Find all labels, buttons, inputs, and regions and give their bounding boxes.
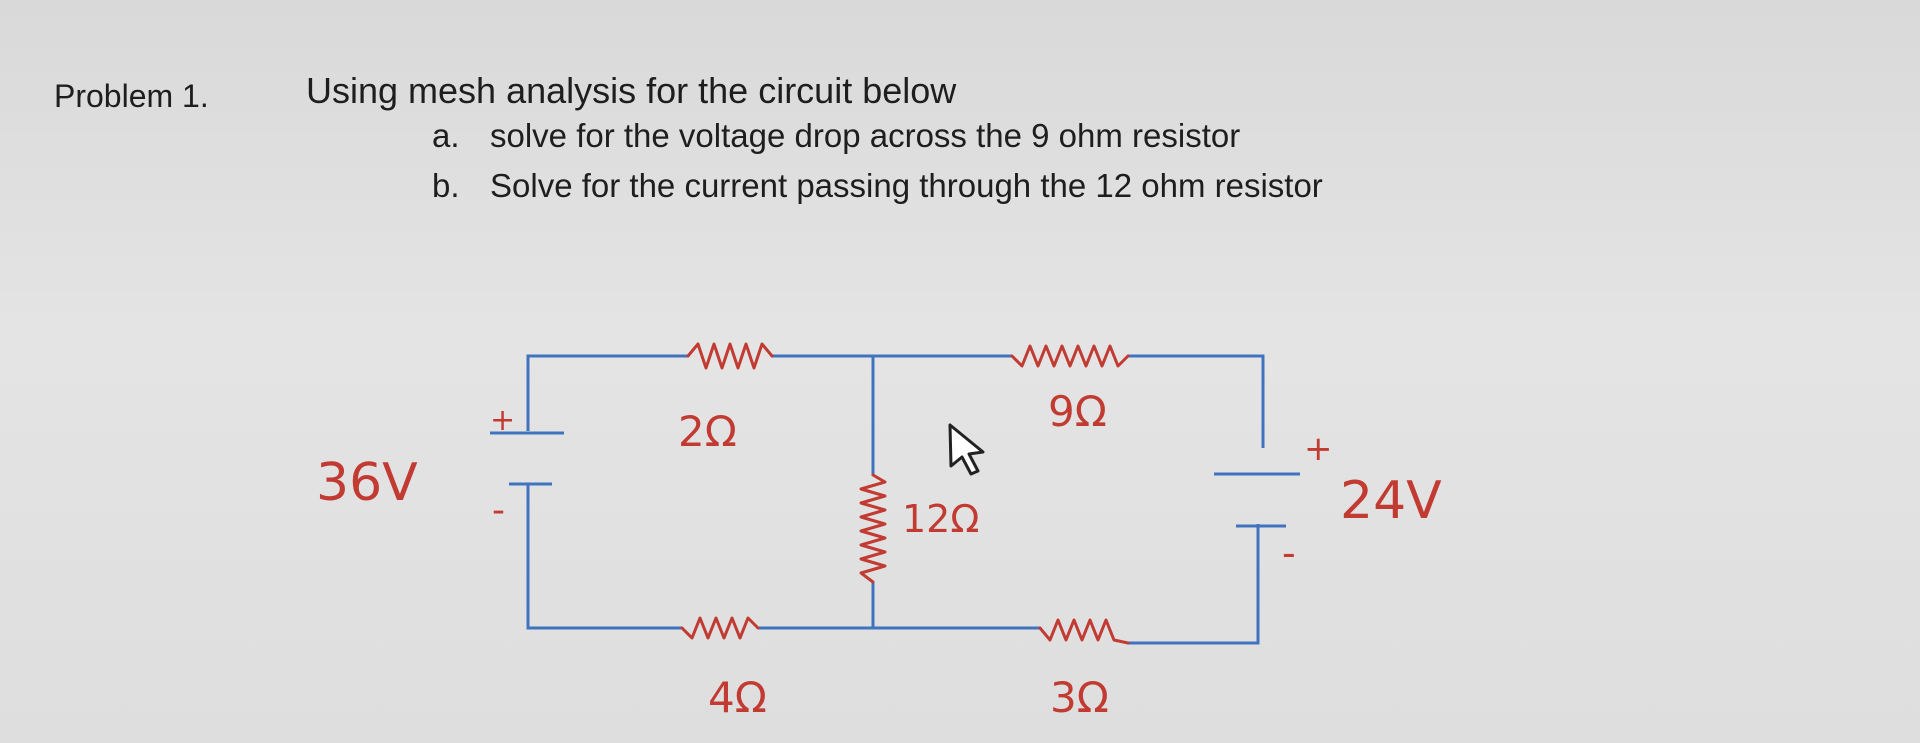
battery-24v-minus: - [1282,531,1296,575]
battery-24v [1214,472,1300,528]
circuit-wires [526,354,1265,645]
wire-top-right [1128,354,1265,448]
subquestion-b-text: Solve for the current passing through th… [490,167,1323,204]
wire-left-top [526,354,688,431]
subquestion-b: b. Solve for the current passing through … [432,167,1323,205]
voltage-36v-label: 36V [316,453,418,513]
battery-24v-plus: + [1304,429,1333,469]
battery-36v-minus: - [492,490,505,531]
battery-36v [490,431,564,486]
resistor-3-ohm-label: 3Ω [1050,673,1109,722]
mouse-cursor-icon [948,423,985,476]
subquestion-a: a. solve for the voltage drop across the … [432,117,1240,155]
subquestion-a-text: solve for the voltage drop across the 9 … [490,117,1241,154]
resistor-9-ohm-zigzag [1010,344,1130,368]
resistor-12-ohm-zigzag [859,473,887,584]
voltage-24v-label: 24V [1340,471,1442,531]
subquestion-b-letter: b. [432,167,460,204]
resistor-2-ohm-label: 2Ω [678,407,737,456]
problem-label: Problem 1. [54,78,209,114]
resistor-4-ohm-zigzag [680,616,760,640]
resistor-9-ohm-label: 9Ω [1048,387,1107,436]
resistor-2-ohm-zigzag [686,342,774,370]
subquestion-a-letter: a. [432,117,460,154]
problem-instruction: Using mesh analysis for the circuit belo… [306,70,957,111]
battery-36v-plus: + [490,403,515,438]
wire-bottom-right [1128,524,1260,645]
resistor-12-ohm-label: 12Ω [902,497,979,541]
resistor-3-ohm-zigzag [1038,618,1130,645]
resistor-4-ohm-label: 4Ω [708,673,767,722]
wire-left-bottom [526,484,682,630]
